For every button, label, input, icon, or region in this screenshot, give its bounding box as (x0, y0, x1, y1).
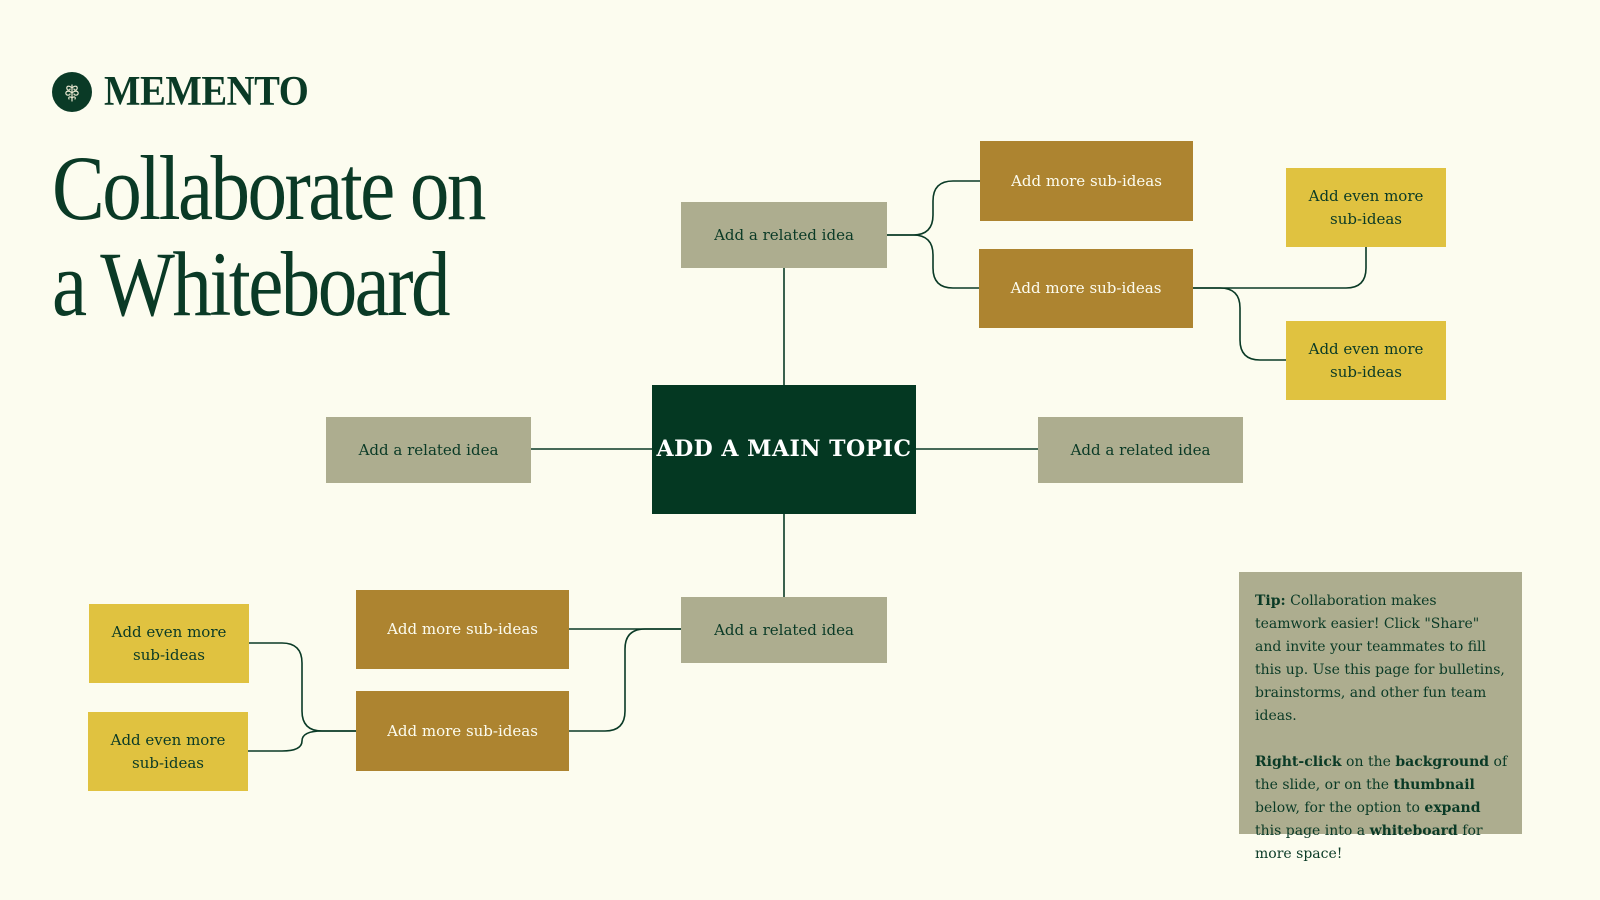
even-more-idea-label: Add even more sub-ideas (110, 730, 226, 772)
tip-emphasis: background (1395, 754, 1490, 770)
even-more-idea-left-1[interactable]: Add even more sub-ideas (89, 604, 249, 683)
sub-idea-bottom-2[interactable]: Add more sub-ideas (356, 691, 569, 771)
leaf-emblem-icon (52, 72, 92, 112)
connector-sub2-to-even-left-2 (248, 730, 356, 752)
tip-box: Tip: Collaboration makes teamwork easier… (1239, 572, 1522, 862)
related-idea-label: Add a related idea (714, 620, 854, 639)
tip-emphasis: Tip: (1255, 593, 1286, 609)
tip-text: this page into a (1255, 823, 1370, 839)
tip-text: Collaboration makes teamwork easier! Cli… (1255, 593, 1505, 724)
tip-paragraph-2: Right-click on the background of the sli… (1255, 751, 1508, 866)
sub-idea-label: Add more sub-ideas (387, 721, 538, 740)
sub-idea-label: Add more sub-ideas (1011, 171, 1162, 190)
sub-idea-label: Add more sub-ideas (387, 620, 538, 638)
tip-emphasis: Right-click (1255, 754, 1342, 770)
tip-paragraph-1: Tip: Collaboration makes teamwork easier… (1255, 590, 1508, 728)
sub-idea-top-1[interactable]: Add more sub-ideas (980, 141, 1193, 221)
related-idea-bottom[interactable]: Add a related idea (681, 597, 887, 663)
related-idea-left[interactable]: Add a related idea (326, 417, 531, 483)
related-idea-label: Add a related idea (714, 225, 854, 244)
main-topic-label: ADD A MAIN TOPIC (656, 436, 912, 462)
brand-logo: MEMENTO (52, 70, 326, 114)
page-title-line-2: a Whiteboard (52, 233, 451, 335)
even-more-idea-label: Add even more sub-ideas (1308, 339, 1424, 381)
tip-text: of the slide, or on the (1255, 754, 1508, 793)
related-idea-label: Add a related idea (1070, 440, 1211, 459)
tip-text: for more space! (1255, 823, 1483, 862)
tip-text: below, for the option to (1255, 800, 1425, 816)
connector-bottom-to-sub-2 (569, 628, 681, 732)
connector-sub2-to-even-1 (1193, 247, 1367, 289)
related-idea-label: Add a related idea (358, 440, 499, 459)
sub-idea-label: Add more sub-ideas (1010, 279, 1162, 297)
brand-name: MEMENTO (104, 69, 309, 115)
main-topic-node[interactable]: ADD A MAIN TOPIC (652, 385, 916, 514)
tip-emphasis: thumbnail (1393, 777, 1475, 793)
sub-idea-bottom-1[interactable]: Add more sub-ideas (356, 590, 569, 669)
tip-emphasis: whiteboard (1369, 823, 1458, 839)
related-idea-top[interactable]: Add a related idea (681, 202, 887, 268)
tip-emphasis: expand (1424, 800, 1481, 816)
even-more-idea-right-2[interactable]: Add even more sub-ideas (1286, 321, 1446, 400)
page-title-line-1: Collaborate on (52, 137, 486, 239)
sub-idea-top-2[interactable]: Add more sub-ideas (979, 249, 1193, 328)
connector-sub2-to-even-2 (1193, 287, 1286, 361)
connector-top-to-sub-1 (887, 180, 980, 236)
even-more-idea-label: Add even more sub-ideas (1308, 186, 1424, 228)
even-more-idea-label: Add even more sub-ideas (111, 622, 227, 664)
connector-top-to-sub-2 (887, 234, 979, 289)
even-more-idea-right-1[interactable]: Add even more sub-ideas (1286, 168, 1446, 247)
tip-text: on the (1341, 754, 1396, 770)
even-more-idea-left-2[interactable]: Add even more sub-ideas (88, 712, 248, 791)
related-idea-right[interactable]: Add a related idea (1038, 417, 1243, 483)
connector-sub2-to-even-left-1 (249, 642, 356, 732)
page-title: Collaborate on a Whiteboard (52, 140, 568, 332)
